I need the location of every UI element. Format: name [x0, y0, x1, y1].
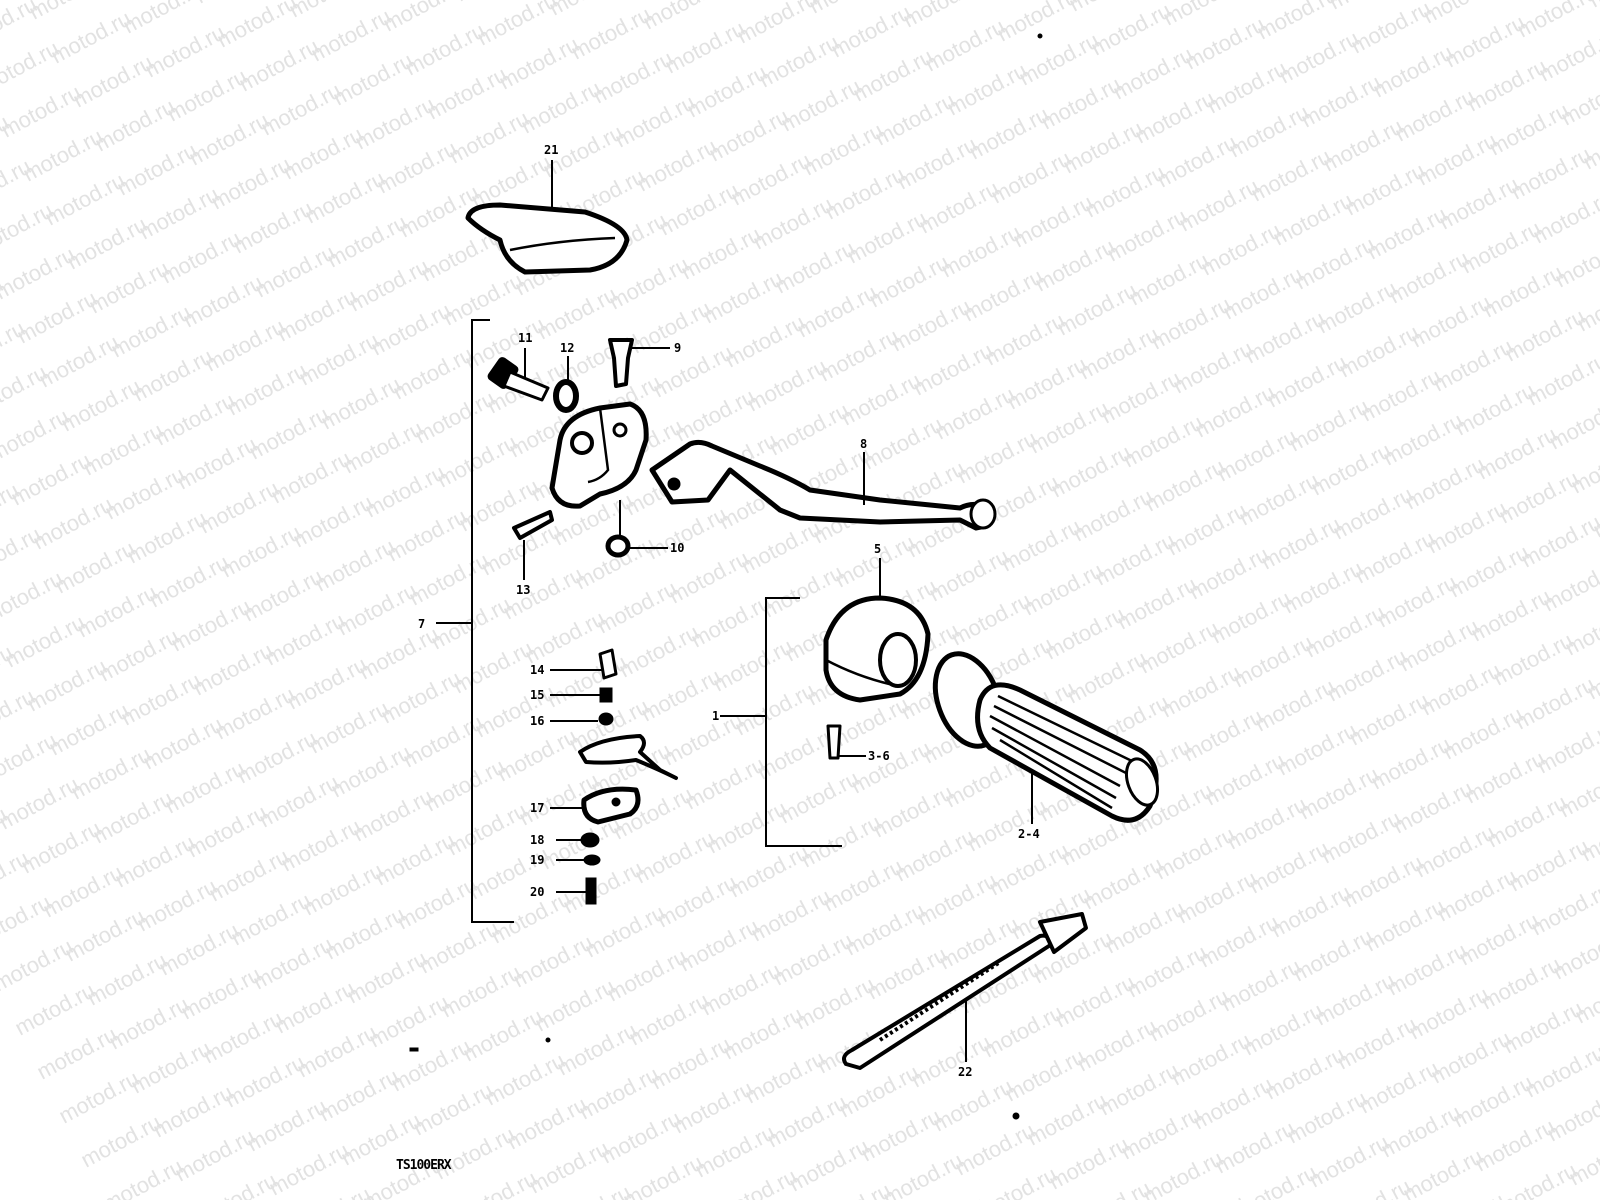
callout-17: 17: [530, 801, 544, 815]
part-17-switch-body: [550, 786, 641, 825]
lever-holder: [549, 401, 649, 509]
part-15-spring: [550, 687, 613, 703]
bracket-assembly-7: [436, 319, 514, 923]
callout-5: 5: [874, 542, 881, 556]
switch-plate: [578, 734, 678, 780]
part-18-washer: [556, 832, 600, 848]
callout-20: 20: [530, 885, 544, 899]
callout-13: 13: [516, 583, 530, 597]
part-16-ball: [550, 712, 614, 726]
part-22-cable-tie: [842, 912, 1088, 1070]
callout-18: 18: [530, 833, 544, 847]
callout-14: 14: [530, 663, 544, 677]
callout-8: 8: [860, 437, 867, 451]
callout-22: 22: [958, 1065, 972, 1079]
callout-11: 11: [518, 331, 532, 345]
callout-1: 1: [712, 709, 719, 723]
callout-21: 21: [544, 143, 558, 157]
callout-15: 15: [530, 688, 544, 702]
callout-12: 12: [560, 341, 574, 355]
part-2-4-grip: [932, 651, 1160, 824]
callout-19: 19: [530, 853, 544, 867]
part-19-washer: [556, 854, 601, 866]
part-14-screw: [550, 648, 618, 680]
callout-16: 16: [530, 714, 544, 728]
bracket-assembly-1: [720, 597, 842, 847]
part-9-adjuster: [608, 338, 670, 388]
part-10-pivot-nut: [605, 500, 668, 558]
callout-10: 10: [670, 541, 684, 555]
part-11-bolt: [487, 348, 550, 402]
part-8-lever: [649, 439, 997, 531]
part-13-pivot-bolt: [512, 510, 554, 580]
callout-2-4: 2-4: [1018, 827, 1040, 841]
callout-3-6: 3-6: [868, 749, 890, 763]
part-12-nut: [553, 356, 579, 413]
callout-9: 9: [674, 341, 681, 355]
part-5-throttle-housing: [823, 558, 931, 703]
model-code: TS100ERX: [396, 1158, 452, 1173]
part-3-6-screw: [826, 724, 866, 760]
callout-7: 7: [418, 617, 425, 631]
part-21-lever-cover: [465, 160, 630, 275]
part-20-screw: [556, 877, 597, 905]
scan-specks: [409, 33, 1043, 1120]
